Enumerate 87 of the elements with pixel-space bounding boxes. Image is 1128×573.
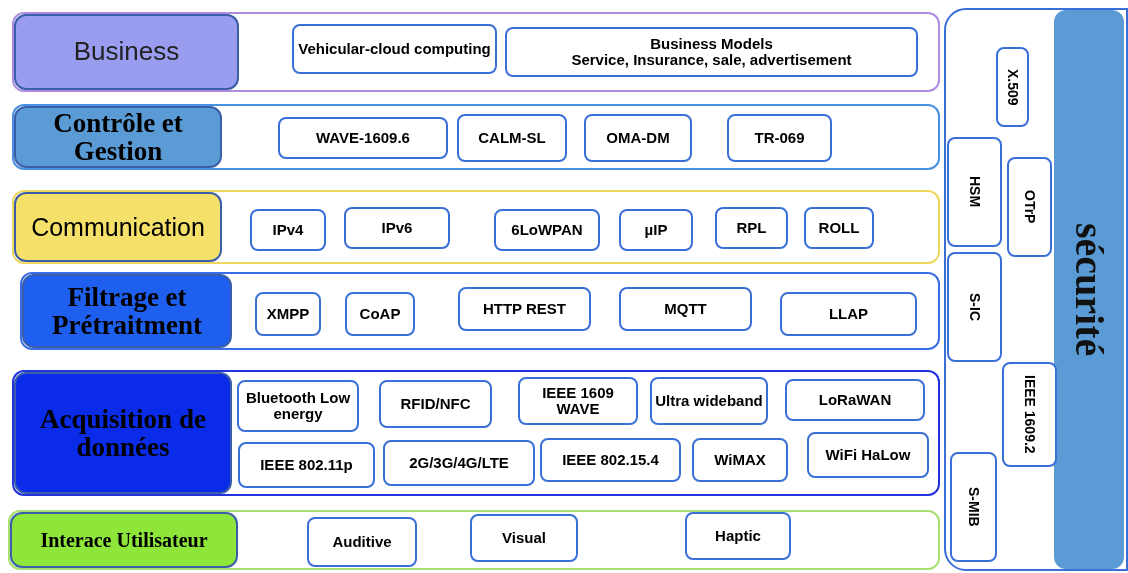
protocol-box <box>785 379 925 421</box>
protocol-label: WiFi HaLow <box>825 446 911 464</box>
protocol-box <box>780 292 917 336</box>
protocol-label: X.509 <box>1004 68 1021 106</box>
protocol-label: Visual <box>502 529 546 547</box>
protocol-label: 2G/3G/4G/LTE <box>409 454 509 472</box>
protocol-box <box>238 442 375 488</box>
layer-title: Interace Utilisateur <box>10 512 238 568</box>
layer-title: Communication <box>14 192 222 262</box>
layer-band <box>12 104 940 170</box>
protocol-label: RFID/NFC <box>400 395 471 413</box>
protocol-box <box>947 137 1002 247</box>
protocol-box <box>950 452 997 562</box>
layer-band <box>12 370 940 496</box>
protocol-box <box>996 47 1029 127</box>
protocol-box <box>383 440 535 486</box>
protocol-label: HTTP REST <box>482 300 567 318</box>
protocol-label: IEEE 1609.2 <box>1021 375 1038 454</box>
protocol-label: IPv6 <box>381 219 413 237</box>
protocol-box <box>494 209 600 251</box>
protocol-label: RPL <box>736 219 767 237</box>
protocol-label: IEEE 802.11p <box>260 456 353 474</box>
protocol-box <box>1002 362 1057 467</box>
protocol-box <box>344 207 450 249</box>
protocol-box <box>292 24 497 74</box>
protocol-label: OMA-DM <box>606 129 670 147</box>
protocol-label: ROLL <box>818 219 860 237</box>
protocol-label: HSM <box>966 176 983 208</box>
protocol-label: WAVE-1609.6 <box>316 129 410 147</box>
protocol-box <box>692 438 788 482</box>
protocol-label: IEEE 802.15.4 <box>562 451 659 469</box>
protocol-box <box>540 438 681 482</box>
protocol-box <box>584 114 692 162</box>
protocol-label: 6LoWPAN <box>511 221 583 239</box>
protocol-box <box>505 27 918 77</box>
protocol-box <box>278 117 448 159</box>
layer-title: Contrôle et Gestion <box>14 106 222 168</box>
layer-title: Business <box>14 14 239 90</box>
protocol-label: Ultra wideband <box>655 392 763 410</box>
box-text: Service, Insurance, sale, advertisement <box>571 52 852 69</box>
protocol-box <box>685 512 791 560</box>
protocol-box <box>804 207 874 249</box>
protocol-box <box>457 114 567 162</box>
protocol-label: S-MIB <box>965 487 982 527</box>
protocol-label: CoAP <box>359 305 401 323</box>
protocol-label: MQTT <box>664 300 707 318</box>
protocol-label: XMPP <box>266 305 310 323</box>
protocol-label: Bluetooth Low energy <box>244 389 352 423</box>
protocol-label: Auditive <box>332 533 392 551</box>
layer-band <box>12 190 940 264</box>
protocol-label: S-IC <box>966 293 983 321</box>
protocol-box <box>255 292 321 336</box>
protocol-box <box>518 377 638 425</box>
layer-band <box>12 12 940 92</box>
protocol-label: µIP <box>644 221 668 239</box>
protocol-box <box>947 252 1002 362</box>
security-column <box>944 8 1128 571</box>
layer-title: Filtrage et Prétraitment <box>22 274 232 348</box>
layer-title: Acquisition de données <box>14 372 232 494</box>
box-heading: Business Models <box>650 35 773 52</box>
protocol-label: IPv4 <box>272 221 304 239</box>
protocol-label: TR-069 <box>754 129 805 147</box>
protocol-box <box>619 287 752 331</box>
protocol-box <box>250 209 326 251</box>
protocol-box <box>650 377 768 425</box>
protocol-box <box>458 287 591 331</box>
protocol-box <box>619 209 693 251</box>
protocol-label: CALM-SL <box>478 129 546 147</box>
protocol-box <box>237 380 359 432</box>
protocol-box <box>345 292 415 336</box>
protocol-box <box>1007 157 1052 257</box>
protocol-label: Haptic <box>715 527 761 545</box>
protocol-box <box>307 517 417 567</box>
layer-band <box>20 272 940 350</box>
protocol-box <box>379 380 492 428</box>
protocol-label: LLAP <box>828 305 869 323</box>
protocol-label: LoRaWAN <box>818 391 892 409</box>
protocol-label: Vehicular-cloud computing <box>298 40 491 58</box>
protocol-label: OTrP <box>1021 190 1038 224</box>
protocol-box <box>470 514 578 562</box>
protocol-box <box>727 114 832 162</box>
protocol-box <box>807 432 929 478</box>
protocol-box <box>715 207 788 249</box>
protocol-label: IEEE 1609 WAVE <box>541 384 615 418</box>
protocol-label: WiMAX <box>714 451 766 469</box>
layer-band <box>8 510 940 570</box>
security-title: sécurité <box>1054 10 1124 569</box>
